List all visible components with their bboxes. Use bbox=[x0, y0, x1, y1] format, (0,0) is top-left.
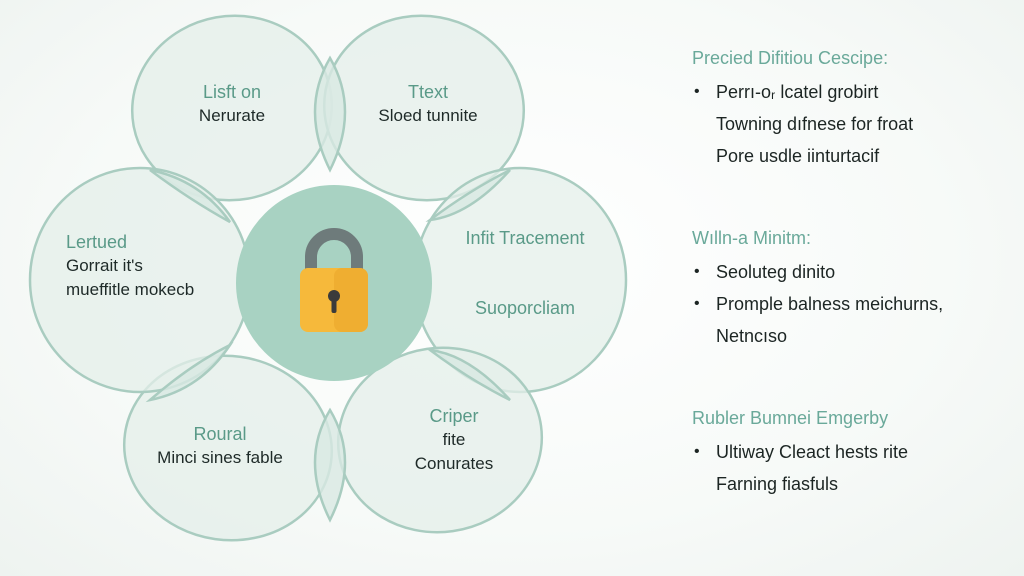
bullet-icon: • bbox=[694, 443, 700, 460]
list-item: • Seoluteg dinito bbox=[692, 256, 1012, 288]
list-item: •Pore usdle iinturtacif bbox=[692, 140, 1012, 172]
list-item-text: Farning fiasfuls bbox=[716, 474, 839, 494]
leaf-accent bbox=[425, 168, 511, 222]
petal-title: Criper bbox=[429, 406, 479, 426]
bullet-icon: • bbox=[694, 83, 700, 100]
list-item-text: Seoluteg dinito bbox=[716, 262, 836, 282]
petal-text: fite bbox=[442, 430, 466, 449]
description-group: Precied Difitiou Cescipe: • Perrı-oᵣ lcat… bbox=[692, 44, 1012, 172]
group-title: Precied Difitiou Cescipe: bbox=[692, 48, 889, 68]
list-item-text: Netncıso bbox=[716, 326, 788, 346]
petal-text: Minci sines fable bbox=[157, 448, 283, 467]
petal-text: mueffitle mokecb bbox=[66, 280, 195, 299]
petal-label-right-lower: Suoporcliam bbox=[440, 296, 610, 320]
list-item-text: Perrı-oᵣ lcatel grobirt bbox=[716, 82, 879, 102]
petal-layer bbox=[28, 14, 628, 542]
description-panel: Precied Difitiou Cescipe: • Perrı-oᵣ lcat… bbox=[692, 44, 1012, 500]
petal-label-left: Lertued Gorrait it's mueffitle mokecb bbox=[66, 230, 226, 302]
list-item: • Perrı-oᵣ lcatel grobirt bbox=[692, 76, 1012, 108]
list-item: •Netncıso bbox=[692, 320, 1012, 352]
petal-label-top-left: Lisft on Nerurate bbox=[152, 80, 312, 128]
petal-label-top-right: Ttext Sloed tunnite bbox=[348, 80, 508, 128]
petal-title: Ttext bbox=[407, 82, 448, 102]
security-flower-diagram bbox=[28, 14, 628, 542]
petal-title: Lertued bbox=[66, 232, 128, 252]
description-group: Wılln-a Minitm: • Seoluteg dinito • Prompl… bbox=[692, 224, 1012, 352]
petal-title: Infit Tracement bbox=[465, 228, 585, 248]
petal-text: Gorrait it's bbox=[66, 256, 143, 275]
bullet-icon: • bbox=[694, 295, 700, 312]
petal-label-bottom-left: Roural Minci sines fable bbox=[130, 422, 310, 470]
list-item: • Ultiway Cleact hests rite bbox=[692, 436, 1012, 468]
list-item-text: Towning dıfnese for froat bbox=[716, 114, 914, 134]
group-title: Wılln-a Minitm: bbox=[692, 228, 812, 248]
petal-title: Roural bbox=[193, 424, 247, 444]
petal-title: Lisft on bbox=[202, 82, 262, 102]
petal-text: Nerurate bbox=[198, 106, 266, 125]
petal-label-right-upper: Infit Tracement bbox=[440, 226, 610, 250]
petal-title: Suoporcliam bbox=[474, 298, 576, 318]
list-item: • Promple balness meichurns, bbox=[692, 288, 1012, 320]
leaf-accent bbox=[145, 341, 234, 403]
description-group: Rubler Bumnei Emgerby • Ultiway Cleact he… bbox=[692, 404, 1012, 500]
list-item-text: Pore usdle iinturtacif bbox=[716, 146, 880, 166]
petal-text: Conurates bbox=[414, 454, 494, 473]
list-item: •Towning dıfnese for froat bbox=[692, 108, 1012, 140]
list-item-text: Promple balness meichurns, bbox=[716, 294, 944, 314]
group-title: Rubler Bumnei Emgerby bbox=[692, 408, 889, 428]
list-item-text: Ultiway Cleact hests rite bbox=[716, 442, 909, 462]
leaf-accent bbox=[313, 55, 347, 173]
padlock-icon bbox=[300, 228, 368, 332]
leaf-accent bbox=[149, 168, 232, 224]
leaf-accent bbox=[313, 407, 347, 523]
petal-text: Sloed tunnite bbox=[378, 106, 478, 125]
petal-label-bottom-right: Criper fite Conurates bbox=[374, 404, 534, 476]
list-item: •Farning fiasfuls bbox=[692, 468, 1012, 500]
leaf-accent bbox=[425, 348, 511, 402]
bullet-icon: • bbox=[694, 263, 700, 280]
